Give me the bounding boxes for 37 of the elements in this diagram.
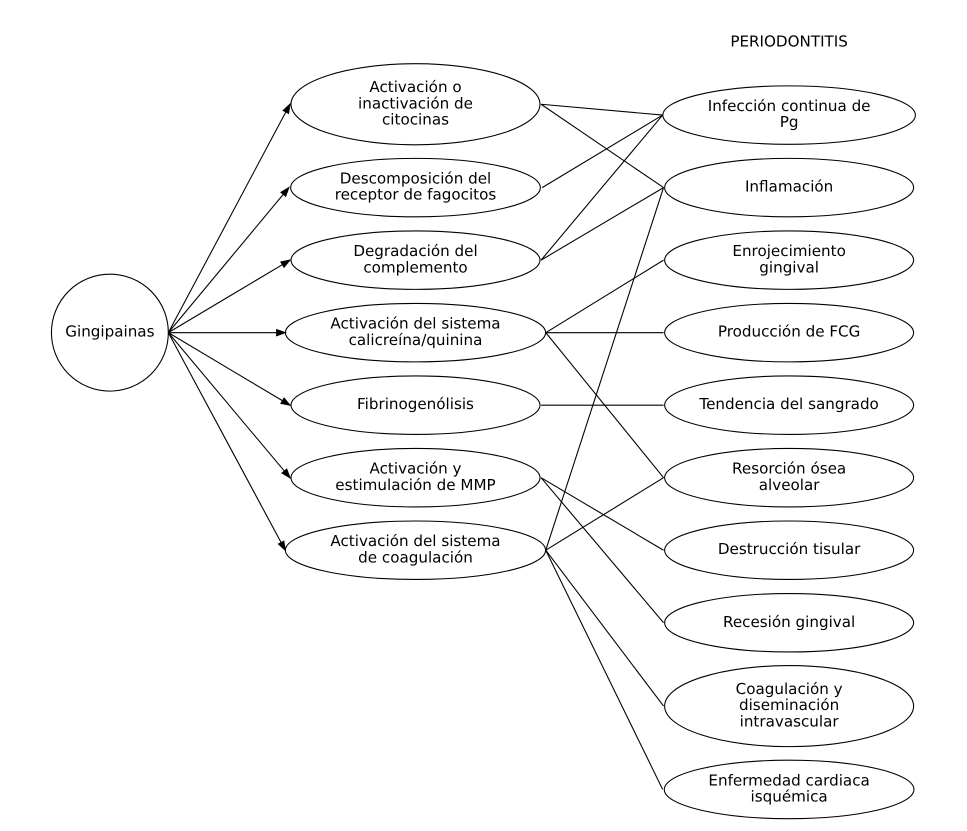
connector — [546, 332, 664, 333]
arrow — [168, 258, 292, 333]
connector — [540, 186, 664, 260]
connector — [540, 114, 664, 260]
node-ellipse: Enrojecimiento gingival — [664, 230, 914, 290]
node-ellipse: Resorción ósea alveolar — [664, 447, 914, 507]
arrow — [168, 186, 290, 332]
connector — [545, 186, 664, 550]
connector — [540, 476, 664, 623]
arrow — [168, 332, 286, 552]
connector — [545, 332, 664, 478]
node-ellipse: Recesión gingival — [664, 592, 914, 652]
node-ellipse: Activación del sistema de coagulación — [284, 520, 546, 580]
node-ellipse: Enfermedad cardiaca isquémica — [664, 759, 914, 819]
connector — [545, 259, 664, 333]
label: PERIODONTITIS — [730, 32, 848, 50]
node-ellipse: Descomposición del receptor de fagocitos — [290, 157, 541, 217]
node-ellipse: Coagulación y diseminación intravascular — [664, 664, 914, 747]
node-circle: Gingipainas — [50, 273, 169, 392]
node-ellipse: Activación del sistema calicreína/quinina — [284, 302, 546, 362]
arrow — [168, 328, 287, 336]
connector — [545, 549, 664, 706]
node-ellipse: Activación y estimulación de MMP — [290, 447, 541, 507]
node-ellipse: Destrucción tisular — [664, 520, 914, 580]
arrow — [168, 102, 291, 332]
node-ellipse: Activación o inactivación de citocinas — [290, 62, 541, 145]
arrow — [168, 332, 292, 406]
node-ellipse: Tendencia del sangrado — [664, 374, 914, 434]
connector — [545, 549, 664, 790]
arrow — [168, 332, 291, 478]
node-ellipse: Infección continua de Pg — [662, 84, 916, 144]
node-ellipse: Fibrinogenólisis — [290, 374, 541, 434]
node-ellipse: Inflamación — [664, 157, 914, 217]
node-ellipse: Degradación del complemento — [290, 230, 541, 290]
node-ellipse: Producción de FCG — [664, 302, 914, 362]
connector — [541, 404, 664, 406]
connector — [541, 103, 663, 116]
